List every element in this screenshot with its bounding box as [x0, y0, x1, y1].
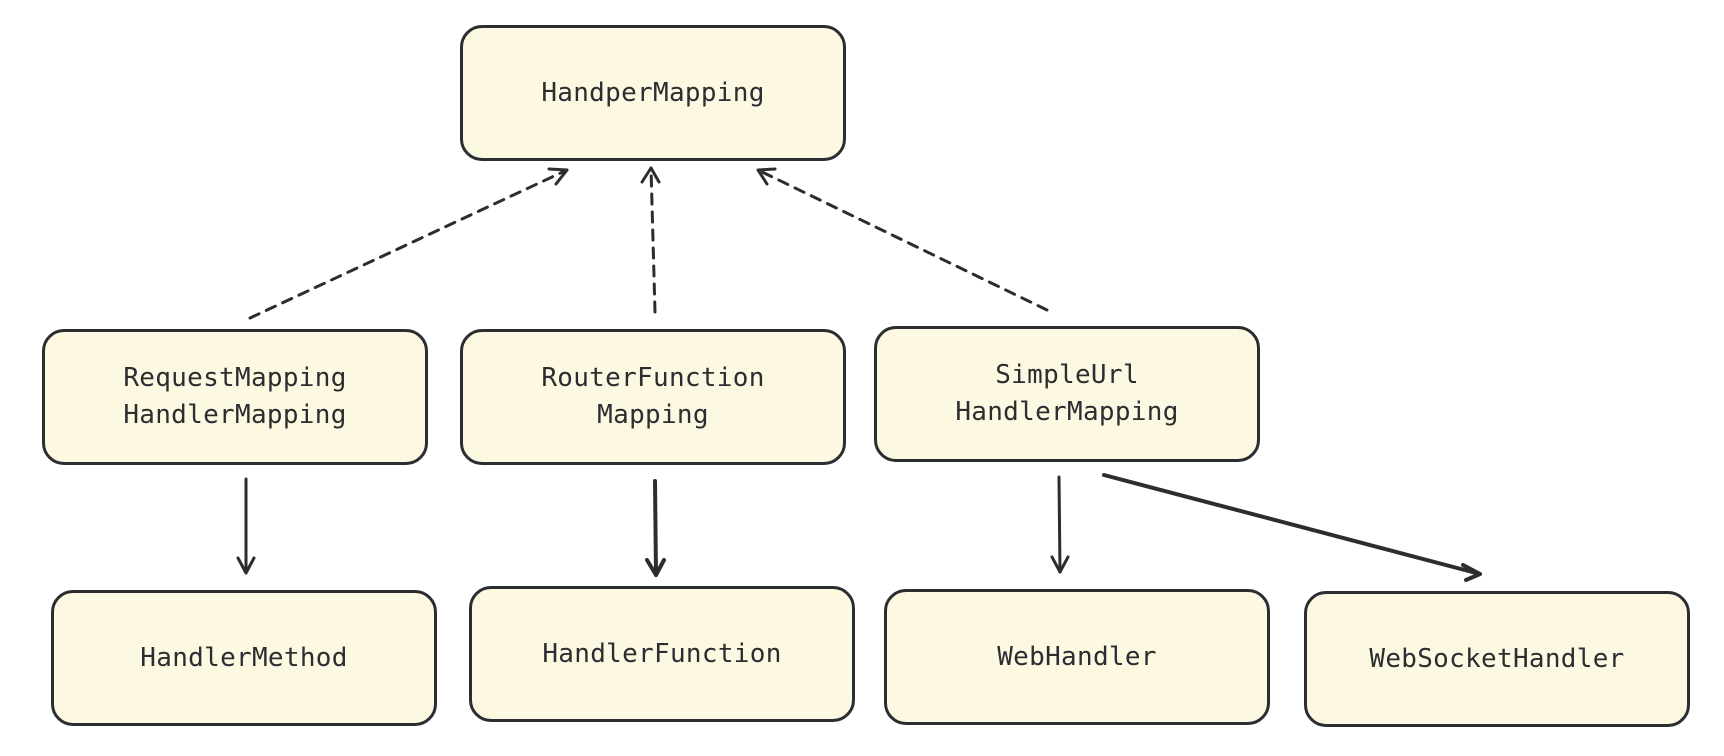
edge-request-mapping-to-root	[248, 167, 569, 320]
node-label: WebSocketHandler	[1369, 643, 1625, 674]
node-simple-url-handler-mapping: SimpleUrl HandlerMapping	[874, 326, 1260, 462]
node-label-line-1: SimpleUrl	[995, 360, 1139, 390]
node-label-line-2: HandlerMapping	[955, 397, 1179, 427]
node-request-mapping-handler-mapping: RequestMapping HandlerMapping	[42, 329, 428, 465]
edge-request-mapping-to-handler-method	[236, 477, 256, 575]
node-label: WebHandler	[997, 641, 1157, 672]
node-router-function-mapping: RouterFunction Mapping	[460, 329, 846, 465]
edge-router-function-to-root	[640, 166, 661, 314]
node-websocket-handler: WebSocketHandler	[1304, 591, 1690, 727]
node-web-handler: WebHandler	[884, 589, 1270, 725]
node-label-line-1: RequestMapping	[123, 363, 347, 393]
node-handler-function: HandlerFunction	[469, 586, 855, 722]
edge-simple-url-to-web-handler	[1050, 475, 1070, 574]
node-label-line-2: Mapping	[597, 400, 709, 430]
edge-simple-url-to-root	[756, 167, 1049, 312]
edge-simple-url-to-websocket-handler	[1102, 473, 1482, 582]
node-handler-method: HandlerMethod	[51, 590, 437, 726]
node-label: HandlerMethod	[140, 642, 348, 673]
node-label: HandlerFunction	[542, 638, 782, 669]
node-label-line-1: RouterFunction	[541, 363, 765, 393]
node-label-line-2: HandlerMapping	[123, 400, 347, 430]
node-label: HandperMapping	[541, 77, 765, 108]
edge-router-function-to-handler-function	[645, 479, 666, 577]
node-handper-mapping: HandperMapping	[460, 25, 846, 161]
